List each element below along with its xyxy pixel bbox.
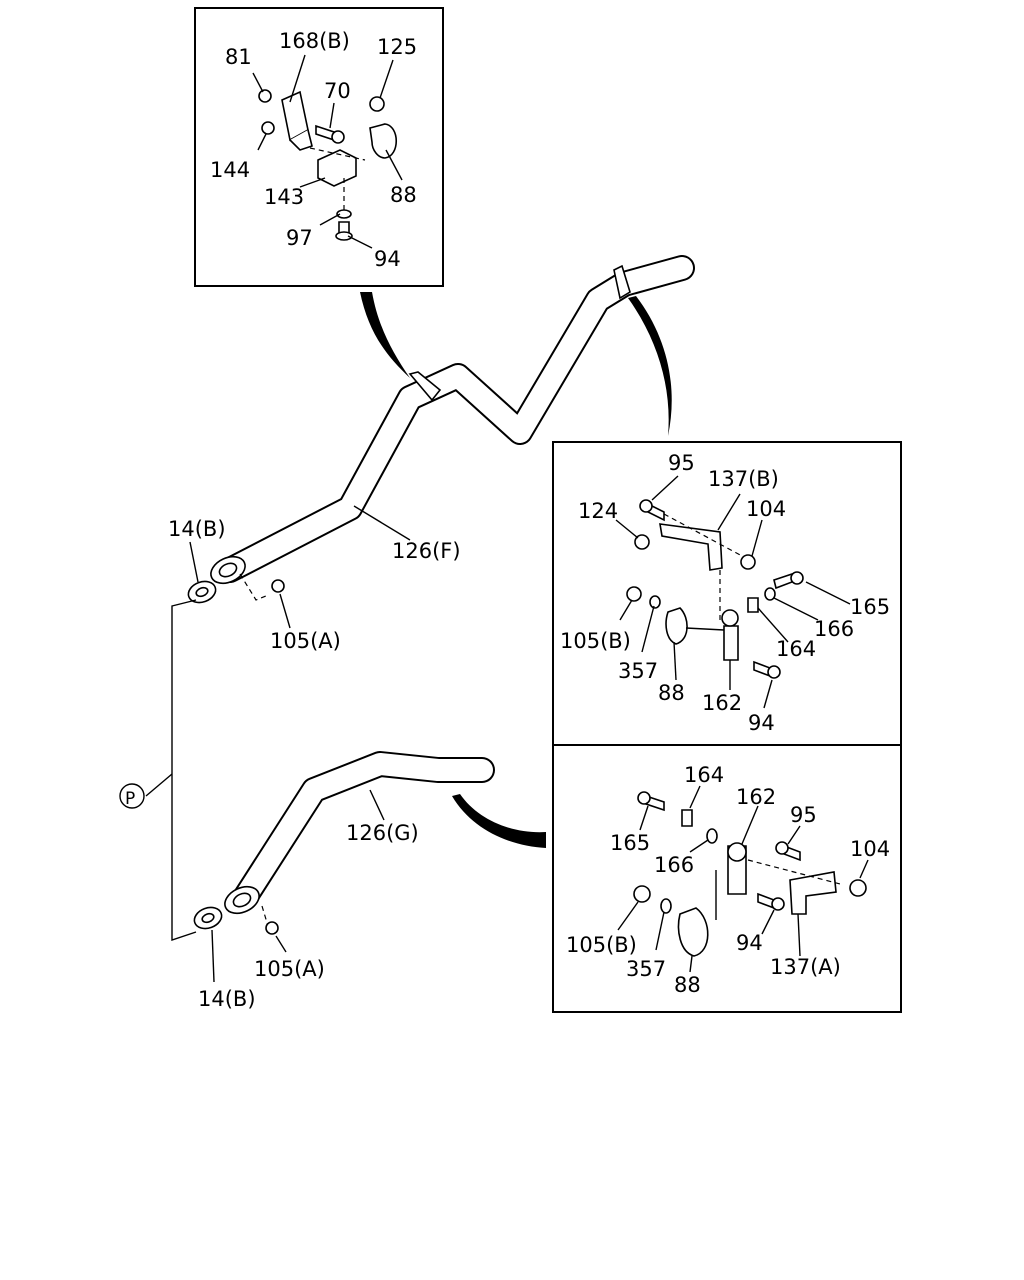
- gasket-top: 14(B): [168, 517, 226, 604]
- callout-label: 137(B): [708, 467, 779, 491]
- washer-part: [649, 595, 661, 609]
- inset-top-left-frame: [194, 7, 444, 287]
- clamp-part: [677, 907, 709, 957]
- pipe-clamp: [408, 371, 442, 402]
- callout-label: 105(B): [560, 629, 631, 653]
- reference-circle: [119, 783, 145, 809]
- callout-label: 97: [286, 226, 313, 250]
- block-part: [317, 149, 357, 187]
- gasket-bottom: 14(B): [193, 906, 256, 1011]
- washer-part: [706, 828, 718, 844]
- callout-label: 104: [746, 497, 786, 521]
- callout-label: 88: [658, 681, 685, 705]
- callout-label: 94: [736, 931, 763, 955]
- pin-part: [747, 597, 759, 613]
- callout-label: 143: [264, 185, 304, 209]
- callout-label: 165: [850, 595, 890, 619]
- nut-part: [626, 586, 642, 602]
- callout-label: 95: [790, 803, 817, 827]
- clamp-part: [665, 607, 688, 645]
- callout-label: 124: [578, 499, 618, 523]
- callout-label: 168(B): [279, 29, 350, 53]
- callout-label: 88: [390, 183, 417, 207]
- inset-top-left: 81 168(B) 125 70 144 143 88 97 94: [194, 7, 444, 287]
- callout-label: 94: [374, 247, 401, 271]
- reference-bracket: P: [119, 599, 197, 941]
- nut-label: 105(A): [254, 957, 325, 981]
- inset-right-upper: 95 137(B) 124 104 165 105(B) 166 164 357…: [560, 451, 890, 735]
- callout-label: 88: [674, 973, 701, 997]
- bracket-part: [659, 523, 723, 571]
- gasket-label: 14(B): [168, 517, 226, 541]
- callout-label: 164: [776, 637, 816, 661]
- callout-label: 357: [626, 957, 666, 981]
- nut-part: [634, 534, 650, 550]
- bracket-part: [789, 871, 837, 915]
- strap-part: [723, 625, 739, 661]
- callout-label: 166: [814, 617, 854, 641]
- inset-right-lower: 164 162 95 104 165 166 105(B) 94 357 88 …: [566, 763, 890, 997]
- callout-label: 81: [225, 45, 252, 69]
- callout-label: 94: [748, 711, 775, 735]
- nut-part: [740, 554, 756, 570]
- inset-pointer: [452, 794, 546, 848]
- callout-label: 164: [684, 763, 724, 787]
- nut-part: [633, 885, 651, 903]
- callout-label: 95: [668, 451, 695, 475]
- nut-part: [369, 96, 385, 112]
- callout-label: 144: [210, 158, 250, 182]
- bolt-part: [773, 572, 793, 590]
- pin-part: [681, 809, 693, 827]
- inset-pointer: [628, 296, 672, 436]
- callout-label: 137(A): [770, 955, 841, 979]
- callout-label: 162: [736, 785, 776, 809]
- pipe-126f: [210, 255, 695, 585]
- nut-part: [258, 89, 272, 103]
- pipe-label: 126(F): [392, 539, 461, 563]
- callout-label: 357: [618, 659, 658, 683]
- callout-label: 125: [377, 35, 417, 59]
- washer-part: [261, 121, 275, 135]
- pipe-clamp: [613, 264, 631, 300]
- clamp-part: [369, 123, 398, 159]
- callout-label: 104: [850, 837, 890, 861]
- washer-part: [764, 587, 776, 601]
- nut-bottom: 105(A): [254, 905, 325, 981]
- pipe-126g: 126(G): [224, 751, 495, 915]
- pipe-label: 126(G): [346, 821, 419, 845]
- callout-label: 166: [654, 853, 694, 877]
- inset-pointer: [360, 292, 410, 378]
- reference-letter: P: [125, 789, 135, 809]
- nut-part: [849, 879, 867, 897]
- washer-part: [660, 898, 672, 914]
- inset-right-frame: [552, 441, 902, 1013]
- callout-label: 70: [324, 79, 351, 103]
- nut-label: 105(A): [270, 629, 341, 653]
- nut-top: 105(A): [239, 573, 341, 653]
- callout-label: 105(B): [566, 933, 637, 957]
- callout-label: 162: [702, 691, 742, 715]
- callout-label: 165: [610, 831, 650, 855]
- gasket-label: 14(B): [198, 987, 256, 1011]
